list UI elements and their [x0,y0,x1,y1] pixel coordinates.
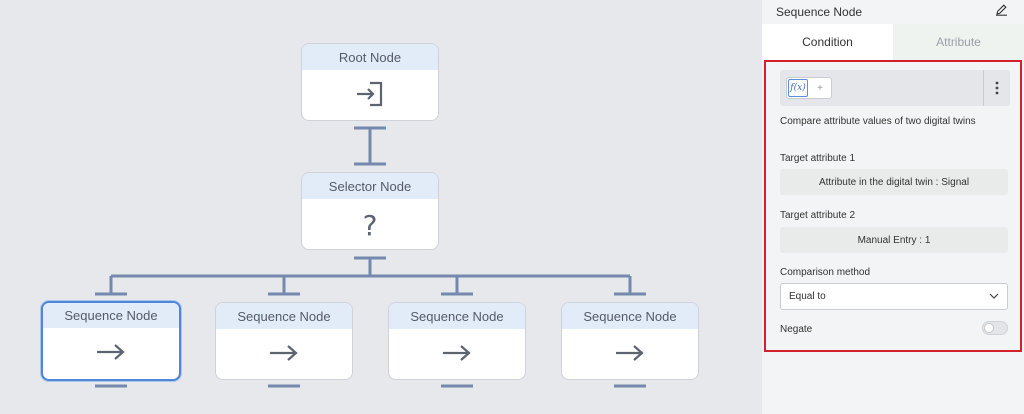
condition-toolbar: f(x) + [780,70,1010,106]
arrow-right-icon [614,343,646,368]
more-vertical-icon[interactable] [988,76,1006,100]
chevron-down-icon [989,291,999,302]
node-title: Sequence Node [216,303,352,329]
comparison-method-label: Comparison method [780,267,871,278]
arrow-right-icon [441,343,473,368]
connector-lines [95,126,646,388]
node-title: Selector Node [302,173,438,199]
toggle-knob [984,323,994,333]
enter-icon [354,80,386,113]
panel-tabs: Condition Attribute [762,24,1024,60]
node-title: Sequence Node [43,303,179,328]
sequence-node-4[interactable]: Sequence Node [561,302,699,380]
condition-description: Compare attribute values of two digital … [780,116,976,127]
root-node[interactable]: Root Node [301,43,439,121]
target-attribute-1-field[interactable]: Attribute in the digital twin : Signal [780,169,1008,195]
selector-node[interactable]: Selector Node ? [301,172,439,250]
condition-highlight-box: f(x) + Compare attribute values of two d… [764,60,1022,352]
negate-toggle[interactable] [982,321,1008,335]
node-title: Sequence Node [562,303,698,329]
add-condition-button[interactable]: + [817,82,823,94]
panel-header: Sequence Node [762,0,1024,24]
question-mark-icon: ? [362,208,378,242]
arrow-right-icon [268,343,300,368]
negate-label: Negate [780,324,813,335]
properties-panel: Sequence Node Condition Attribute [762,0,1024,414]
sequence-node-3[interactable]: Sequence Node [388,302,526,380]
comparison-method-value: Equal to [789,291,826,302]
tab-condition[interactable]: Condition [762,24,893,60]
target-attribute-1-label: Target attribute 1 [780,153,856,164]
toolbar-divider [983,70,984,106]
sequence-node-1[interactable]: Sequence Node [41,301,181,381]
condition-type-group: f(x) + [786,77,832,99]
panel-title: Sequence Node [776,5,863,19]
pencil-icon[interactable] [995,3,1008,21]
node-title: Root Node [302,44,438,70]
tab-attribute[interactable]: Attribute [893,24,1024,60]
function-button[interactable]: f(x) [788,79,808,97]
node-title: Sequence Node [389,303,525,329]
arrow-right-icon [95,342,127,367]
target-attribute-2-label: Target attribute 2 [780,210,856,221]
comparison-method-select[interactable]: Equal to [780,283,1008,310]
behavior-tree-canvas[interactable]: Root Node Selector Node ? Sequence Node [0,0,762,414]
target-attribute-2-field[interactable]: Manual Entry : 1 [780,227,1008,253]
sequence-node-2[interactable]: Sequence Node [215,302,353,380]
